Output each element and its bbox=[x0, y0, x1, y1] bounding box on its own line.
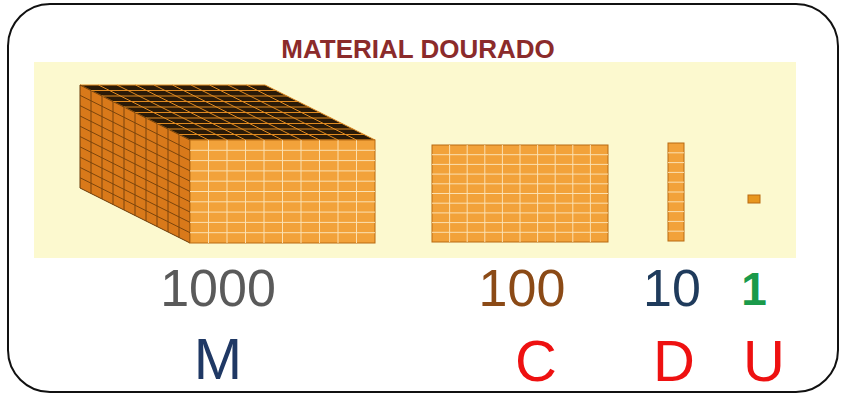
value-number: 1 bbox=[741, 266, 767, 312]
value-number: 10 bbox=[643, 262, 701, 314]
grid-line bbox=[210, 85, 320, 140]
grid-line bbox=[80, 167, 190, 222]
grid-line bbox=[432, 203, 608, 204]
grid-line bbox=[190, 232, 375, 233]
grid-line bbox=[179, 134, 364, 135]
grid-line bbox=[668, 172, 684, 173]
grid-line bbox=[190, 212, 375, 213]
grid-line bbox=[157, 123, 342, 124]
hundred-flat bbox=[432, 145, 608, 242]
grid-line bbox=[135, 112, 320, 113]
grid-line bbox=[190, 191, 375, 192]
place-letter: D bbox=[653, 332, 695, 390]
grid-line bbox=[338, 140, 339, 243]
frame bbox=[8, 4, 838, 392]
place-letter: U bbox=[743, 332, 785, 390]
grid-line bbox=[432, 222, 608, 223]
grid-line bbox=[590, 145, 591, 242]
place-letter: M bbox=[194, 330, 242, 388]
grid-line bbox=[80, 157, 190, 212]
grid-line bbox=[301, 140, 302, 243]
grid-line bbox=[432, 193, 608, 194]
grid-line bbox=[157, 124, 158, 227]
grid-line bbox=[228, 85, 338, 140]
grid-line bbox=[432, 212, 608, 213]
grid-line bbox=[247, 85, 357, 140]
grid-line bbox=[668, 152, 684, 153]
value-number: 100 bbox=[479, 262, 566, 314]
grid-line bbox=[432, 232, 608, 233]
grid-line bbox=[555, 145, 556, 242]
unit-cube bbox=[748, 195, 760, 203]
value-number: 1000 bbox=[160, 262, 276, 314]
grid-line bbox=[668, 162, 684, 163]
grid-line bbox=[668, 231, 684, 232]
background-band bbox=[34, 62, 796, 258]
grid-line bbox=[319, 140, 320, 243]
grid-line bbox=[668, 192, 684, 193]
grid-line bbox=[146, 118, 331, 119]
grid-line bbox=[572, 145, 573, 242]
title: MATERIAL DOURADO bbox=[281, 36, 554, 62]
grid-line bbox=[668, 182, 684, 183]
grid-line bbox=[668, 221, 684, 222]
grid-line bbox=[80, 147, 190, 202]
grid-line bbox=[356, 140, 357, 243]
grid-line bbox=[168, 129, 353, 130]
grid-line bbox=[190, 222, 375, 223]
grid-line bbox=[168, 129, 169, 232]
grid-line bbox=[146, 118, 147, 221]
grid-line bbox=[537, 145, 538, 242]
place-letter: C bbox=[515, 332, 557, 390]
grid-line bbox=[668, 201, 684, 202]
ten-rod bbox=[668, 143, 684, 241]
thousand-cube bbox=[80, 85, 375, 243]
grid-line bbox=[191, 85, 301, 140]
grid-line bbox=[179, 135, 180, 238]
grid-line bbox=[80, 178, 190, 233]
grid-line bbox=[80, 137, 190, 192]
grid-line bbox=[190, 201, 375, 202]
grid-line bbox=[668, 211, 684, 212]
